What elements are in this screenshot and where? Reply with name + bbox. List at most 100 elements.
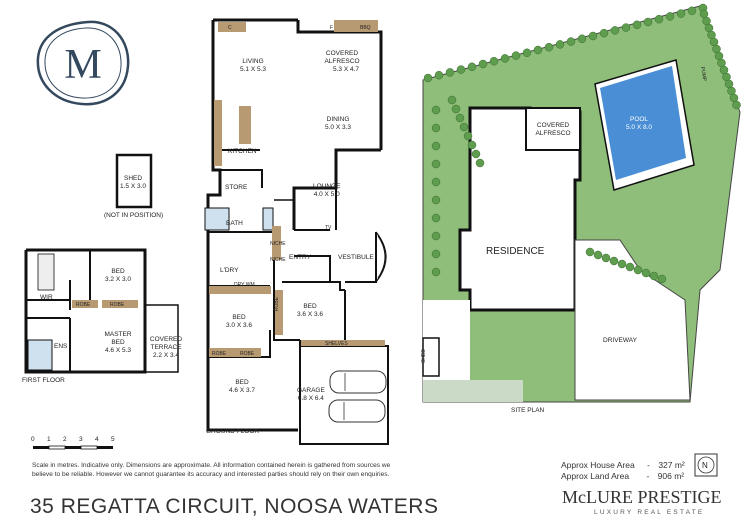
tree <box>455 113 465 123</box>
north-label: N <box>702 461 708 470</box>
tree <box>471 149 481 159</box>
label-niche-1: NICHE <box>270 241 286 247</box>
room-laundry: L'DRY <box>220 267 239 274</box>
room-name: COVERED ALFRESCO <box>324 50 360 65</box>
room-dims: 4.0 X 5.0 <box>313 191 340 198</box>
room-name: GARAGE <box>297 387 325 394</box>
brand-tagline: LUXURY REAL ESTATE <box>594 509 705 516</box>
site-shed: SHED <box>420 349 427 363</box>
site-trees <box>423 3 741 284</box>
tree <box>434 70 444 80</box>
tree <box>451 104 461 114</box>
room-name: BED <box>235 379 249 386</box>
tree <box>423 73 433 83</box>
tree <box>649 271 659 281</box>
label-robe-gf3: ROBE <box>274 296 281 312</box>
tree <box>632 20 642 30</box>
room-dims: 3.2 X 3.0 <box>105 276 132 283</box>
tree <box>500 54 510 63</box>
room-name: LOUNGE <box>313 183 341 190</box>
room-dims: 4.6 X 5.3 <box>104 347 132 354</box>
tree <box>599 28 609 38</box>
room-dims: 5.0 X 3.3 <box>325 124 352 131</box>
room-name: MASTER BED <box>104 331 132 346</box>
scale-tick-label: 4 <box>95 436 99 443</box>
tree <box>625 262 635 272</box>
label-c: C <box>228 25 232 31</box>
tree <box>676 9 686 18</box>
sep: - <box>647 460 650 470</box>
tree <box>533 45 543 55</box>
disclaimer: Scale in metres. Indicative only. Dimens… <box>32 462 391 478</box>
tree <box>431 141 441 151</box>
tree <box>657 274 667 284</box>
land-area-label: Approx Land Area <box>561 471 630 481</box>
floor-label-first: FIRST FLOOR <box>22 377 65 384</box>
tree <box>621 23 631 32</box>
tree <box>431 213 441 223</box>
first-floor-plan <box>24 248 179 374</box>
label-robe-gf1: ROBE <box>212 351 227 357</box>
brand-name: McLURE PRESTIGE <box>562 487 722 507</box>
tree <box>566 37 576 46</box>
room-dims: 6.8 X 6.4 <box>297 395 324 402</box>
tree <box>654 14 664 24</box>
scale-tick-label: 5 <box>111 436 115 443</box>
tree <box>447 95 457 105</box>
room-bath: BATH <box>226 220 243 227</box>
label-robe-ff1: ROBE <box>76 302 91 308</box>
label-shelves: SHELVES <box>325 341 348 347</box>
room-dims: 5.1 X 5.3 <box>240 66 267 73</box>
site-driveway: DRIVEWAY <box>603 337 637 344</box>
site-plan <box>422 5 741 403</box>
area-summary: Approx House Area - 327 m² Approx Land A… <box>561 460 685 482</box>
room-ens: ENS <box>54 343 68 350</box>
room-name: COVERED TERRACE <box>149 336 183 351</box>
label-robe-gf2: ROBE <box>240 351 255 357</box>
tree <box>593 250 603 260</box>
tree <box>555 40 565 49</box>
label-dry-wm: DRY WM <box>234 282 255 288</box>
room-entry: ENTRY <box>289 254 311 261</box>
tree <box>489 56 499 66</box>
site-covered-alfresco: COVERED ALFRESCO <box>534 122 572 138</box>
tree <box>431 177 441 187</box>
shed-plan <box>115 153 153 209</box>
tree <box>687 6 697 16</box>
label-tv: TV <box>325 225 332 231</box>
room-dims: 4.6 X 3.7 <box>229 387 256 394</box>
label-robe-ff2: ROBE <box>110 302 125 308</box>
room-name: BED <box>232 314 246 321</box>
room-dims: 5.0 X 8.0 <box>626 124 653 131</box>
house-area-label: Approx House Area <box>561 460 635 470</box>
tree <box>641 268 651 278</box>
land-area-row: Approx Land Area - 906 m² <box>561 471 685 482</box>
tree <box>431 195 441 205</box>
first-floor-fixtures <box>27 253 138 371</box>
logo-letter: M <box>64 42 101 88</box>
tree <box>577 34 587 44</box>
room-dims: 3.6 X 3.6 <box>297 311 324 318</box>
tree <box>732 100 741 110</box>
room-kitchen: KITCHEN <box>228 148 257 155</box>
tree <box>463 131 473 141</box>
property-address: 35 REGATTA CIRCUIT, NOOSA WATERS <box>30 495 439 518</box>
room-name: SHED <box>123 175 143 182</box>
scale-tick-label: 2 <box>63 436 67 443</box>
tree <box>522 48 532 58</box>
room-vestibule: VESTIBULE <box>338 254 374 261</box>
tree <box>610 26 620 35</box>
room-name: BED <box>111 268 125 275</box>
tree <box>511 51 521 60</box>
scale-bar <box>33 445 113 450</box>
